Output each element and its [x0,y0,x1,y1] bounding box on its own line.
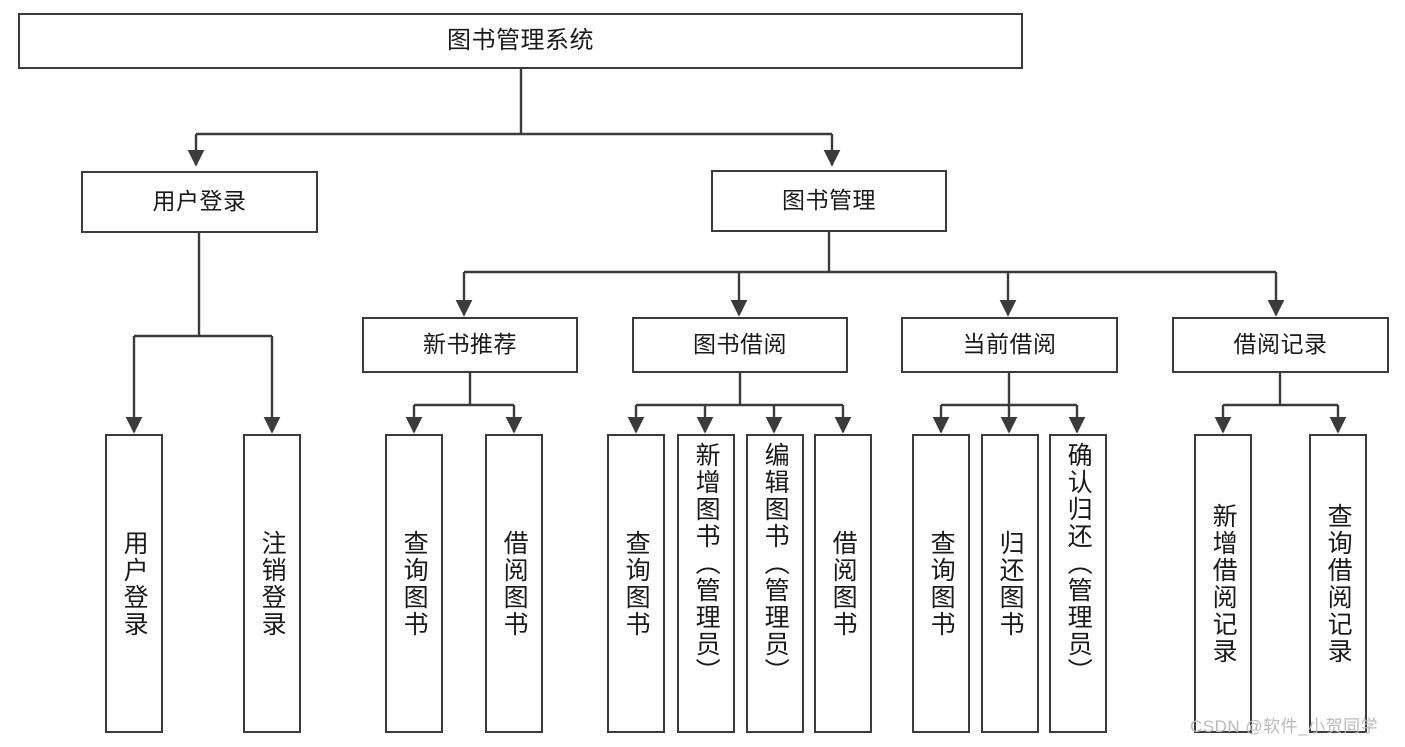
node-label: 查询图书 [622,529,651,638]
leaf-borrow-borrow-book[interactable]: 借阅图书 [814,434,872,733]
node-book-management[interactable]: 图书管理 [711,170,947,232]
node-label: 图书借阅 [693,331,787,358]
node-label: 新增借阅记录 [1209,502,1238,665]
watermark: CSDN @软件_小贺同学 [1190,717,1379,736]
node-root-system[interactable]: 图书管理系统 [18,13,1023,69]
leaf-user-login-signin[interactable]: 用户登录 [105,434,163,733]
node-label: 用户登录 [120,529,149,638]
leaf-borrow-add-book-admin[interactable]: 新增图书（管理员） [677,434,735,733]
node-user-login[interactable]: 用户登录 [81,171,318,233]
node-label: 图书管理系统 [447,26,594,54]
node-label: 查询借阅记录 [1324,502,1353,665]
node-label: 新书推荐 [423,331,517,358]
node-label: 注销登录 [258,529,287,638]
node-label: 编辑图书（管理员） [761,442,790,685]
node-current-borrow[interactable]: 当前借阅 [901,317,1118,373]
leaf-user-login-signout[interactable]: 注销登录 [243,434,301,733]
node-label: 查询图书 [400,529,429,638]
node-label: 借阅图书 [829,529,858,638]
leaf-current-query-book[interactable]: 查询图书 [912,434,970,733]
leaf-borrow-query-book[interactable]: 查询图书 [607,434,665,733]
node-label: 当前借阅 [962,331,1057,358]
node-new-book-recommend[interactable]: 新书推荐 [362,317,578,373]
node-label: 新增图书（管理员） [692,442,721,685]
leaf-borrow-edit-book-admin[interactable]: 编辑图书（管理员） [746,434,804,733]
node-label: 确认归还（管理员） [1064,442,1093,685]
node-label: 查询图书 [927,529,956,638]
leaf-record-add-record[interactable]: 新增借阅记录 [1194,434,1252,733]
leaf-new-book-borrow[interactable]: 借阅图书 [485,434,543,733]
node-label: 用户登录 [152,188,247,215]
node-book-borrow[interactable]: 图书借阅 [632,317,848,373]
node-label: 图书管理 [782,187,876,214]
leaf-record-query-record[interactable]: 查询借阅记录 [1309,434,1367,733]
leaf-new-book-query[interactable]: 查询图书 [385,434,443,733]
node-label: 借阅记录 [1233,331,1328,358]
node-borrow-record[interactable]: 借阅记录 [1172,317,1389,373]
node-label: 归还图书 [996,529,1025,638]
leaf-current-confirm-return-admin[interactable]: 确认归还（管理员） [1049,434,1107,733]
leaf-current-return-book[interactable]: 归还图书 [981,434,1039,733]
node-label: 借阅图书 [500,529,529,638]
